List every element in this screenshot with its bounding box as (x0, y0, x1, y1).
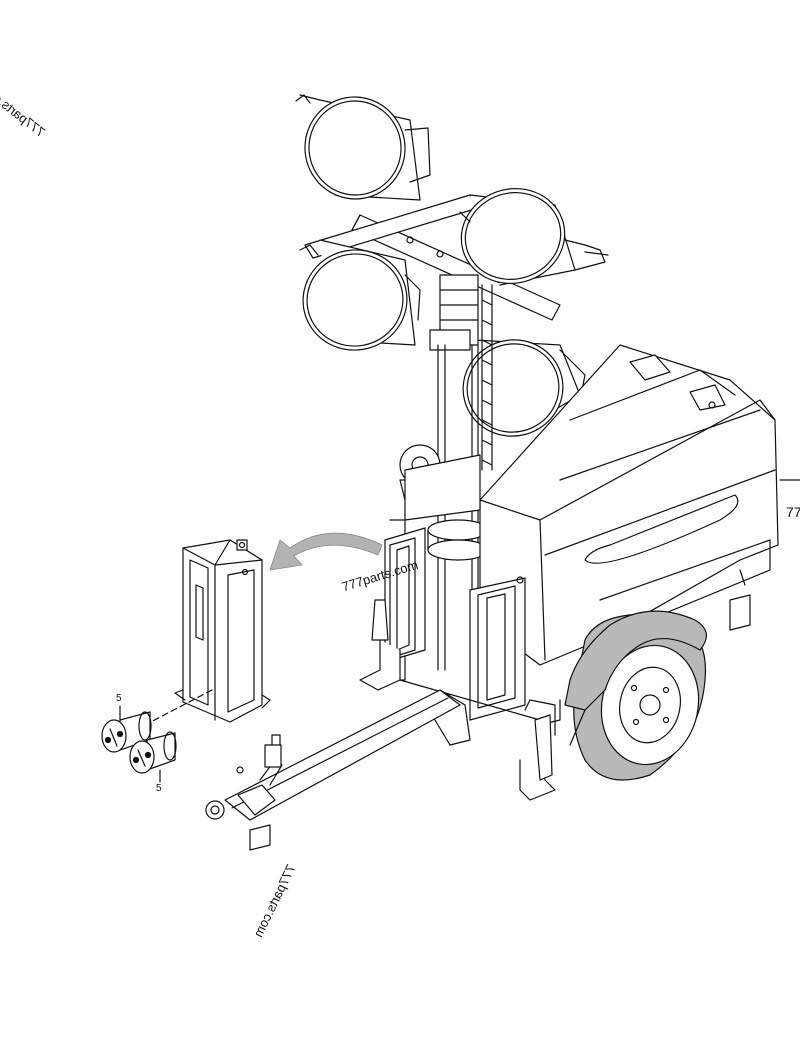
removal-direction-arrow (269, 532, 383, 571)
ballast-box-front-right (469, 576, 526, 721)
floodlight-4 (462, 339, 586, 437)
callout-item-upper: 5 (116, 693, 122, 704)
floodlight-1 (295, 94, 431, 201)
ballast-box-front-left (384, 527, 426, 663)
floodlight-3 (299, 239, 421, 351)
tow-drawbar (205, 689, 471, 851)
watermark-right-edge: 77 (786, 504, 800, 520)
lamp-head (295, 94, 609, 437)
chassis-frame (359, 599, 561, 801)
road-wheel (564, 610, 707, 781)
floodlight-2 (459, 188, 609, 286)
capacitor-1 (101, 711, 152, 753)
generator-canopy (389, 344, 800, 681)
capacitor-2 (129, 731, 177, 774)
exploded-ballast-housing (144, 539, 271, 726)
callout-item-lower: 5 (156, 783, 162, 794)
